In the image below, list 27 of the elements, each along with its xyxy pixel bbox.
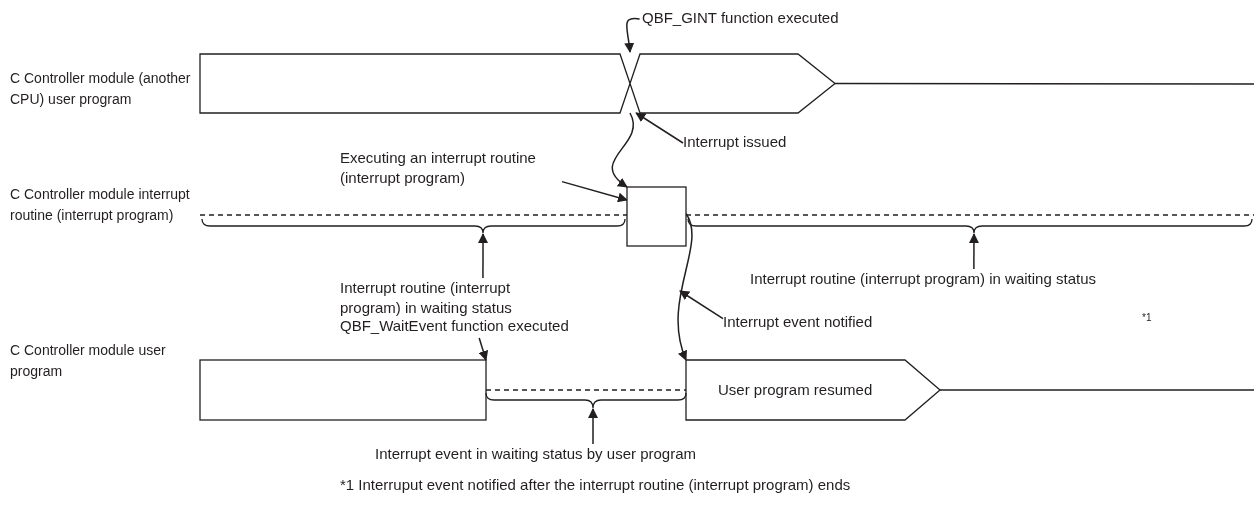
arrow	[478, 233, 488, 279]
arrow	[624, 17, 641, 53]
annotation-text: QBF_GINT function executed	[642, 8, 840, 28]
footnote-text: *1 Interruput event notified after the interrupt routine (interrupt program) ends	[340, 475, 852, 495]
annotation-text: Interrupt routine (interrupt program) in waiting status	[340, 278, 513, 318]
arrow	[611, 112, 634, 188]
timeline-line	[834, 82, 1254, 85]
arrow	[679, 290, 724, 320]
annotation-text: Interrupt routine (interrupt program) in waiting status	[750, 269, 1097, 289]
row-label: C Controller module interrupt routine (interrupt program)	[10, 185, 191, 225]
annotation-text: QBF_WaitEvent function executed	[340, 316, 570, 336]
timeline-line	[939, 389, 1254, 391]
arrow	[588, 407, 598, 445]
footnote-mark: *1	[1142, 312, 1153, 324]
annotation-text: Interrupt event notified	[723, 312, 874, 332]
arrow	[478, 337, 489, 361]
timeline-line	[485, 389, 687, 391]
annotation-text: Interrupt issued	[683, 132, 788, 152]
arrow	[968, 233, 979, 270]
timeline-line	[199, 214, 628, 216]
annotation-text: Executing an interrupt routine (interrupt program)	[340, 148, 537, 188]
arrow	[561, 180, 628, 203]
arrow	[635, 112, 684, 144]
bar-label: User program resumed	[718, 380, 873, 400]
row-label: C Controller module user program	[10, 341, 167, 381]
row-label: C Controller module (another CPU) user program	[10, 69, 192, 109]
annotation-text: Interrupt event in waiting status by user program	[375, 444, 697, 464]
